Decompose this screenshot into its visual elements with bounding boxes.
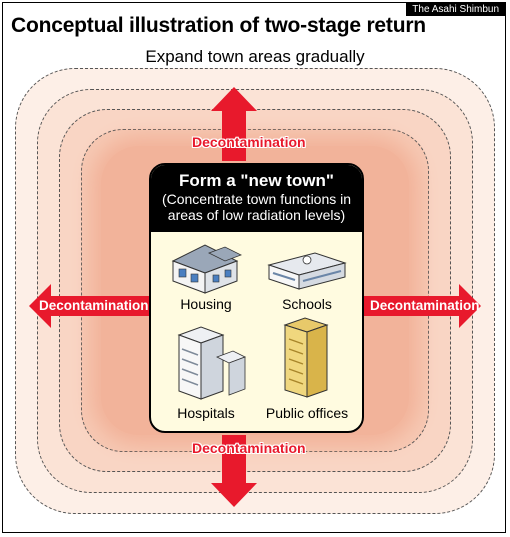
figure-frame: The Asahi Shimbun Conceptual illustratio… [2, 2, 506, 533]
new-town-description: (Concentrate town functions in areas of … [151, 191, 362, 223]
down-arrow [211, 435, 257, 507]
decontamination-label-right: Decontamination [370, 298, 480, 313]
left-arrow [29, 284, 153, 328]
new-town-panel: Form a "new town" (Concentrate town func… [149, 163, 364, 433]
figure-subtitle: Expand town areas gradually [145, 47, 365, 66]
facility-label-hospitals: Hospitals [177, 405, 235, 421]
figure-title: Conceptual illustration of two-stage ret… [11, 14, 426, 37]
office-building-icon [283, 317, 329, 398]
up-arrow [211, 87, 257, 161]
facility-label-public-offices: Public offices [265, 405, 349, 421]
facility-label-schools: Schools [282, 296, 332, 312]
facility-label-housing: Housing [180, 296, 232, 312]
right-arrow [363, 284, 481, 328]
new-town-description-line1: (Concentrate town functions in [161, 191, 352, 207]
new-town-header: Form a "new town" (Concentrate town func… [151, 165, 362, 232]
new-town-title: Form a "new town" [179, 171, 334, 190]
new-town-description-line2: areas of low radiation levels) [167, 207, 346, 223]
hospital-icon [177, 326, 246, 400]
school-icon [267, 252, 347, 290]
house-icon [171, 244, 242, 294]
credit-label: The Asahi Shimbun [406, 3, 505, 16]
decontamination-label-bottom: Decontamination [192, 440, 306, 456]
expansion-arrows [29, 87, 481, 507]
decontamination-label-top: Decontamination [192, 134, 306, 150]
decontamination-label-left: Decontamination [39, 298, 149, 313]
